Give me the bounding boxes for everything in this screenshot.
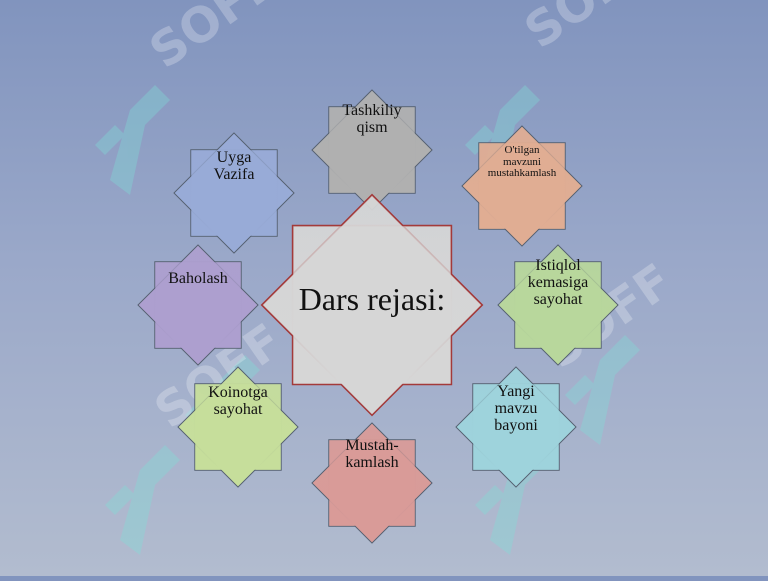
star-node [177,366,299,488]
star-node [311,422,433,544]
center-label: Dars rejasi: [298,281,446,317]
watermark-text: SOFF [515,0,663,60]
node-label: Baholash [168,270,228,287]
node-label: Tashkiliy qism [342,102,402,136]
node-label: Koinotga sayohat [208,384,268,418]
star-node [137,244,259,366]
star-node [461,125,583,247]
star-node [311,89,433,211]
node-label: Mustah- kamlash [345,437,399,471]
watermark-logo-icon [105,445,180,555]
node-label: Uyga Vazifa [213,149,255,183]
star-node [173,132,295,254]
node-label: O'tilgan mavzuni mustahkamlash [487,144,557,180]
watermark-logo-icon [95,85,170,195]
watermark-text: SOFF [140,0,288,80]
node-label: Yangi mavzu bayoni [494,383,538,434]
center-star [260,193,484,417]
watermark-logo-icon [475,445,550,555]
watermark-logo-icon [565,335,640,445]
node-label: Istiqlol kemasiga sayohat [527,257,589,308]
star-node [497,244,619,366]
star-node [455,366,577,488]
